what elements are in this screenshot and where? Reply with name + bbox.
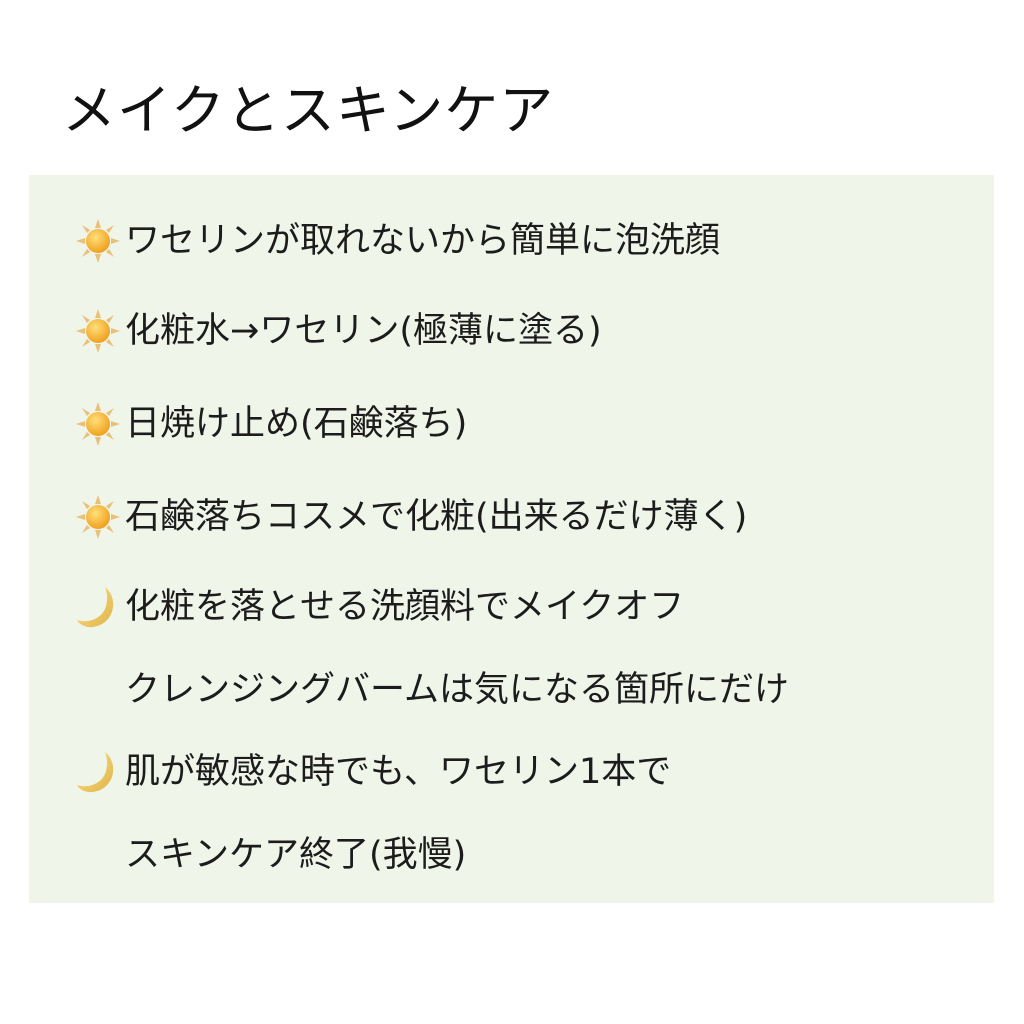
sun-icon [75, 218, 121, 264]
item-text: 肌が敏感な時でも、ワセリン1本で [125, 752, 672, 792]
content-panel: ワセリンが取れないから簡単に泡洗顔 化粧水→ワセリン(極薄に塗る) 日焼け止め(… [29, 175, 994, 903]
item-text: 日焼け止め(石鹸落ち) [125, 404, 468, 444]
sun-icon [75, 308, 121, 354]
moon-icon [75, 749, 121, 795]
item-text: 石鹸落ちコスメで化粧(出来るだけ薄く) [125, 497, 748, 537]
sun-icon [75, 401, 121, 447]
item-text: クレンジングバームは気になる箇所にだけ [125, 670, 789, 710]
sun-icon [75, 494, 121, 540]
moon-icon [75, 584, 121, 630]
item-text: 化粧水→ワセリン(極薄に塗る) [125, 311, 602, 351]
item-text: 化粧を落とせる洗顔料でメイクオフ [125, 587, 685, 627]
page-title: メイクとスキンケア [62, 79, 555, 142]
item-text: ワセリンが取れないから簡単に泡洗顔 [125, 221, 721, 261]
item-text: スキンケア終了(我慢) [125, 835, 467, 875]
